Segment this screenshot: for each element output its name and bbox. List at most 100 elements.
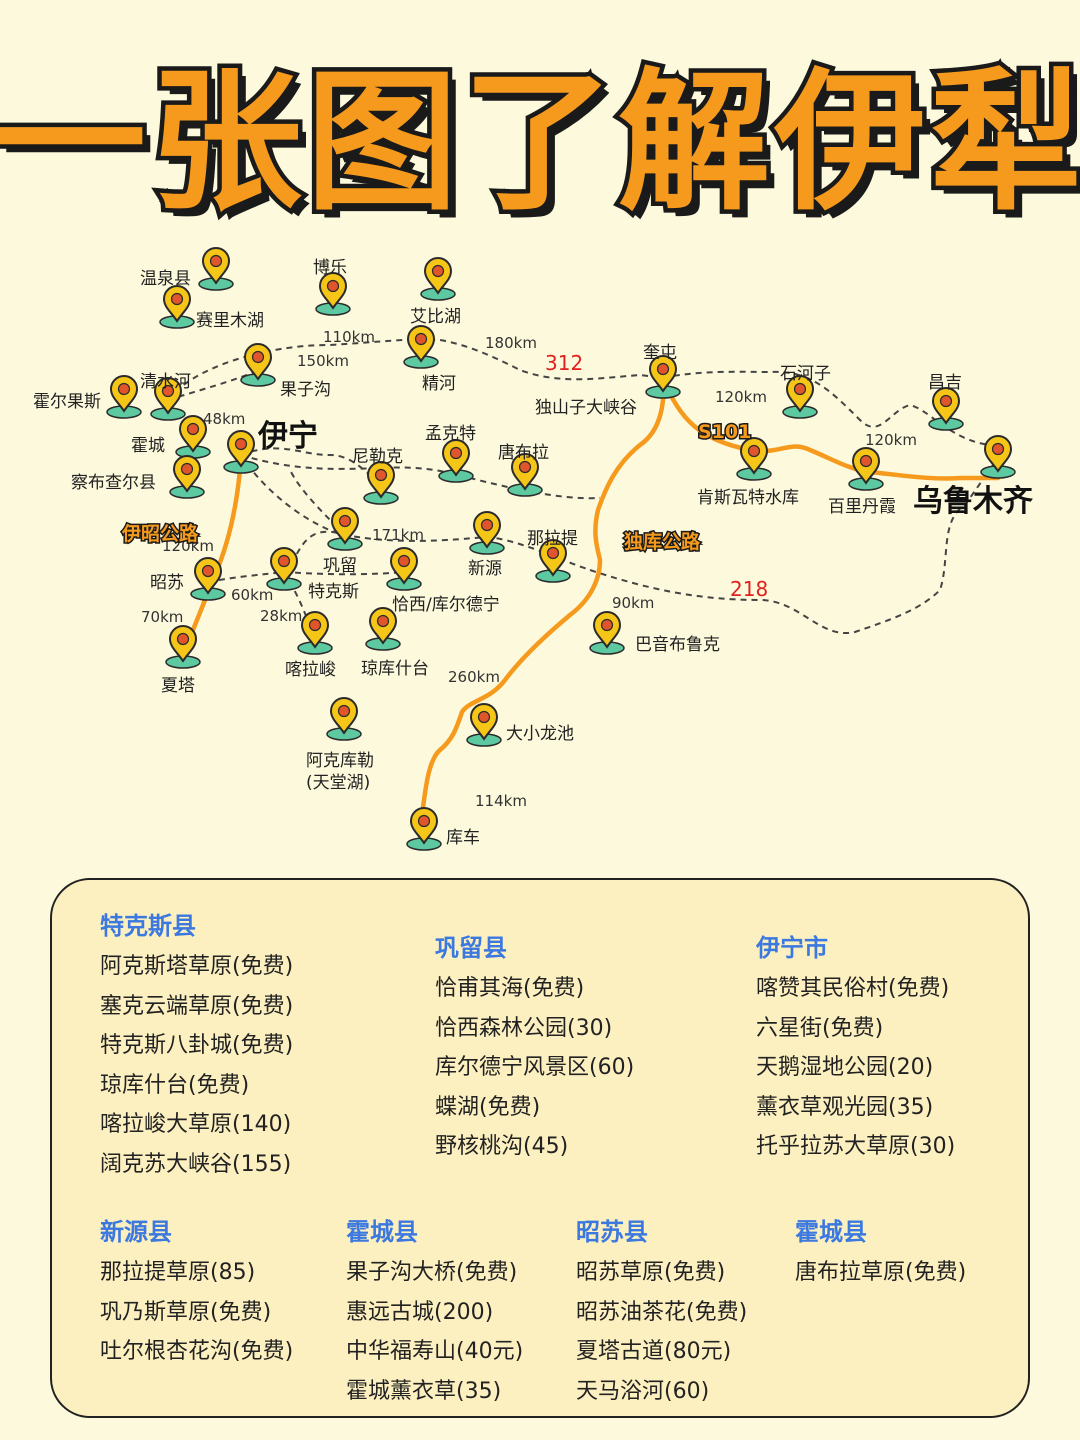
map-pin-icon	[535, 539, 571, 583]
attraction-item: 阔克苏大峡谷(155)	[100, 1151, 292, 1177]
map-pin-icon	[386, 547, 422, 591]
attraction-item: 阿克斯塔草原(免费)	[100, 954, 294, 979]
road-duku	[417, 375, 666, 835]
map-pin-icon	[403, 325, 439, 369]
attraction-list: 恰甫其海(免费)恰西森林公园(30)库尔德宁风景区(60)蝶湖(免费)野核桃沟(…	[435, 969, 634, 1167]
route-yining-nilka	[240, 447, 381, 486]
label-sailimu: 赛里木湖	[196, 310, 264, 331]
road-name-yizhao: 伊昭公路	[121, 522, 199, 545]
label-qapqal: 察布查尔县	[71, 473, 156, 493]
map-pin-icon	[466, 703, 502, 747]
map-pin-icon	[165, 625, 201, 669]
place-labels: 温泉县 博乐 赛里木湖 艾比湖 清水河 果子沟 精河 霍尔果斯 霍城 伊宁 察布…	[33, 258, 1033, 848]
label-bayinbuluke: 巴音布鲁克	[635, 635, 720, 655]
label-kensiwate: 肯斯瓦特水库	[697, 488, 799, 508]
label-kuytun: 奎屯	[643, 343, 677, 363]
label-khorgas: 霍尔果斯	[33, 392, 101, 412]
map-pin-icon	[589, 611, 625, 655]
attraction-item: 天马浴河(60)	[576, 1378, 710, 1404]
attraction-item: 薰衣草观光园(35)	[756, 1094, 934, 1120]
label-xiata: 夏塔	[161, 676, 195, 696]
attraction-item: 塞克云端草原(免费)	[100, 993, 294, 1019]
group-huocheng: 霍城县 果子沟大桥(免费)惠远古城(200)中华福寿山(40元)霍城薰衣草(35…	[346, 1212, 523, 1411]
group-tekes: 特克斯县 阿克斯塔草原(免费)塞克云端草原(免费)特克斯八卦城(免费)琼库什台(…	[100, 906, 293, 1184]
distance-label: 48km	[203, 410, 245, 428]
road-s101	[660, 375, 1001, 481]
label-qingshuihe: 清水河	[140, 372, 191, 392]
map-pin-icon	[420, 257, 456, 301]
label-akekule-sub: (天堂湖)	[306, 773, 370, 793]
map-pin-icon	[266, 547, 302, 591]
route-number-312: 312	[545, 351, 583, 375]
attraction-item: 唐布拉草原(免费)	[795, 1260, 967, 1285]
map-pin-icon	[928, 387, 964, 431]
map-pin-icon	[297, 611, 333, 655]
distance-label: 260km	[448, 668, 500, 686]
attraction-item: 恰西森林公园(30)	[435, 1015, 613, 1041]
route-gongliu-yining	[289, 469, 346, 536]
distance-labels: 110km 150km 180km 48km 120km 120km 171km…	[141, 328, 917, 810]
label-nalati: 那拉提	[527, 529, 578, 549]
label-kalajun: 喀拉峻	[285, 660, 336, 680]
attraction-item: 喀赞其民俗村(免费)	[756, 976, 950, 1001]
label-nilka: 尼勒克	[352, 447, 403, 467]
attraction-item: 野核桃沟(45)	[435, 1134, 569, 1159]
attraction-item: 恰甫其海(免费)	[435, 976, 585, 1001]
map-pin-icon	[980, 435, 1016, 479]
label-tangbula: 唐布拉	[498, 442, 549, 463]
road-name-duku: 独库公路	[624, 530, 701, 553]
group-zhaosu: 昭苏县 昭苏草原(免费) 昭苏油茶花(免费) 夏塔古道(80元) 天马浴河(60)	[576, 1212, 747, 1411]
label-aibi: 艾比湖	[410, 307, 461, 327]
distance-label: 60km	[231, 586, 273, 604]
distance-label: 70km	[141, 608, 183, 626]
label-yining: 伊宁	[257, 419, 318, 454]
group-heading: 霍城县	[346, 1218, 418, 1246]
group-heading: 新源县	[100, 1218, 172, 1246]
group-heading: 昭苏县	[576, 1218, 648, 1246]
label-dushanzi: 独山子大峡谷	[535, 398, 637, 418]
label-xinyuan: 新源	[468, 559, 502, 579]
distance-label: 114km	[475, 792, 527, 810]
attraction-list: 阿克斯塔草原(免费)塞克云端草原(免费)特克斯八卦城(免费)琼库什台(免费)喀拉…	[100, 947, 293, 1184]
group-heading: 特克斯县	[100, 912, 196, 940]
distance-label: 120km	[865, 431, 917, 449]
distance-label: 180km	[485, 334, 537, 352]
title-text: 一张图了解伊犁	[0, 54, 1080, 230]
attractions-panel: 特克斯县 阿克斯塔草原(免费)塞克云端草原(免费)特克斯八卦城(免费)琼库什台(…	[50, 878, 1030, 1418]
attraction-item: 果子沟大桥(免费)	[346, 1260, 518, 1285]
attraction-item: 霍城薰衣草(35)	[346, 1378, 502, 1404]
map-pin-icon	[106, 375, 142, 419]
attraction-item: 巩乃斯草原(免费)	[100, 1299, 272, 1325]
distance-label: 90km	[612, 594, 654, 612]
distance-label: 171km	[372, 526, 424, 544]
distance-label: 120km	[715, 388, 767, 406]
distance-label: 28km	[260, 607, 302, 625]
map-pin-icon	[315, 272, 351, 316]
attraction-item: 那拉提草原(85)	[100, 1260, 256, 1285]
attraction-item: 惠远古城(200)	[346, 1299, 494, 1325]
label-huocheng: 霍城	[131, 436, 165, 456]
map-pin-icon	[240, 343, 276, 387]
label-shihezi: 石河子	[780, 364, 831, 384]
map-pin-icon	[190, 557, 226, 601]
label-wenquan: 温泉县	[140, 269, 191, 289]
group-gongliu: 巩留县 恰甫其海(免费)恰西森林公园(30)库尔德宁风景区(60)蝶湖(免费)野…	[435, 928, 634, 1167]
attraction-item: 昭苏油茶花(免费)	[576, 1299, 748, 1325]
distance-label: 120km	[162, 537, 214, 555]
label-changji: 昌吉	[928, 373, 962, 393]
location-pins	[106, 247, 1016, 851]
route-number-218: 218	[730, 577, 768, 601]
attraction-item: 夏塔古道(80元)	[576, 1339, 732, 1364]
attraction-item: 昭苏草原(免费)	[576, 1260, 726, 1285]
attraction-list: 昭苏草原(免费) 昭苏油茶花(免费) 夏塔古道(80元) 天马浴河(60)	[576, 1253, 747, 1411]
map-pin-icon	[363, 461, 399, 505]
label-qiaxi: 恰西/库尔德宁	[392, 595, 500, 615]
attraction-list: 那拉提草原(85)巩乃斯草原(免费)吐尔根杏花沟(免费)	[100, 1253, 293, 1372]
route-sailimu-guozigou	[167, 369, 261, 401]
page-title: 一张图了解伊犁 一张图了解伊犁	[0, 40, 1080, 240]
label-mengkete: 孟克特	[425, 424, 476, 444]
title-shadow: 一张图了解伊犁	[2, 62, 1080, 230]
attraction-item: 琼库什台(免费)	[100, 1072, 250, 1098]
label-bailidanxia: 百里丹霞	[828, 497, 896, 517]
map-pin-icon	[848, 447, 884, 491]
